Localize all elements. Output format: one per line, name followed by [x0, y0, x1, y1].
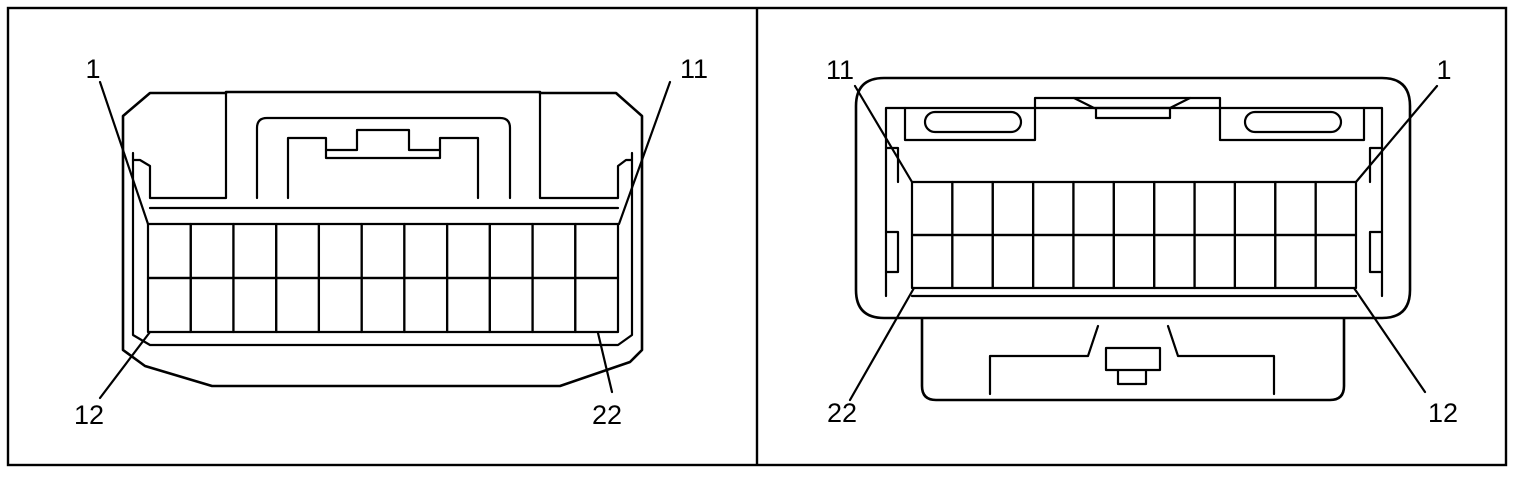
right-terminal-cavity	[910, 233, 954, 290]
right-housing-outline	[854, 76, 1412, 320]
left-housing-outline	[121, 90, 644, 388]
right-terminal-cavity	[1031, 233, 1075, 290]
right-terminal-cavity	[951, 233, 994, 290]
right-terminal-cavity	[1072, 233, 1115, 290]
right-terminal-cavity	[1314, 233, 1358, 290]
right-terminal-cavity	[1072, 180, 1115, 237]
left-terminal-cavity	[403, 222, 449, 280]
right-terminal-cavity	[1274, 233, 1317, 290]
right-terminal-cavity	[910, 180, 954, 237]
right-leader-11	[853, 84, 914, 184]
left-leader-1	[98, 80, 150, 226]
right-top-keyway	[903, 96, 1366, 142]
left-pin-label-22: 22	[592, 400, 622, 430]
left-terminal-cavity	[445, 222, 491, 280]
right-terminal-cavity	[1153, 180, 1196, 237]
left-terminal-cavity	[275, 222, 321, 280]
left-terminal-cavity	[189, 276, 235, 334]
left-pin-label-1: 1	[85, 54, 100, 84]
right-leader-12	[1352, 286, 1427, 394]
left-leader-22	[596, 331, 614, 394]
right-pin-label-22: 22	[827, 398, 857, 428]
left-terminal-grid	[146, 222, 620, 334]
right-latch-body	[920, 318, 1346, 402]
left-terminal-cavity	[531, 276, 577, 334]
right-pin-label-1: 1	[1436, 55, 1451, 85]
right-terminal-cavity	[991, 233, 1035, 290]
right-terminal-cavity	[951, 180, 994, 237]
left-housing-inner	[131, 151, 634, 347]
left-terminal-cavity	[531, 222, 577, 280]
left-pin-label-11: 11	[680, 54, 708, 84]
right-pin-label-11: 11	[826, 55, 854, 85]
left-pin-label-12: 12	[74, 400, 104, 430]
right-connector-view: 11 1 22 12	[826, 55, 1458, 428]
left-terminal-cavity	[232, 222, 278, 280]
right-terminal-cavity	[1193, 233, 1237, 290]
right-terminal-cavity	[1153, 233, 1196, 290]
right-terminal-cavity	[1233, 180, 1277, 237]
left-terminal-cavity	[488, 276, 534, 334]
figure-frame	[6, 6, 1508, 467]
right-slot-left	[923, 110, 1023, 134]
left-terminal-cavity	[275, 276, 321, 334]
right-latch-tab	[988, 324, 1276, 396]
left-terminal-cavity	[574, 222, 620, 280]
left-terminal-cavity	[146, 276, 192, 334]
right-leader-22	[848, 286, 916, 402]
left-terminal-cavity	[146, 222, 192, 280]
right-terminal-cavity	[1233, 233, 1277, 290]
left-latch-arm	[255, 116, 512, 200]
right-terminal-cavity	[1112, 233, 1156, 290]
left-terminal-cavity	[317, 276, 363, 334]
right-terminal-cavity	[1112, 180, 1156, 237]
left-terminal-cavity	[360, 276, 406, 334]
right-terminal-cavity	[991, 180, 1035, 237]
left-terminal-cavity	[317, 222, 363, 280]
right-terminal-grid	[910, 180, 1358, 290]
right-terminal-cavity	[1274, 180, 1317, 237]
left-leader-12	[98, 330, 152, 400]
left-terminal-cavity	[445, 276, 491, 334]
right-housing-inner	[884, 106, 1384, 298]
right-slot-right	[1243, 110, 1343, 134]
right-terminal-cavity	[1193, 180, 1237, 237]
right-terminal-cavity	[1031, 180, 1075, 237]
left-connector-view: 1 11 12 22	[74, 54, 708, 430]
left-leader-11	[617, 80, 672, 226]
right-terminal-cavity	[1314, 180, 1358, 237]
left-terminal-cavity	[360, 222, 406, 280]
right-leader-1	[1354, 84, 1439, 184]
left-terminal-cavity	[232, 276, 278, 334]
right-pin-label-12: 12	[1428, 398, 1458, 428]
left-terminal-cavity	[574, 276, 620, 334]
left-terminal-cavity	[189, 222, 235, 280]
left-terminal-cavity	[488, 222, 534, 280]
left-latch-channel	[131, 91, 634, 200]
left-terminal-cavity	[403, 276, 449, 334]
left-latch-tab	[286, 128, 480, 200]
